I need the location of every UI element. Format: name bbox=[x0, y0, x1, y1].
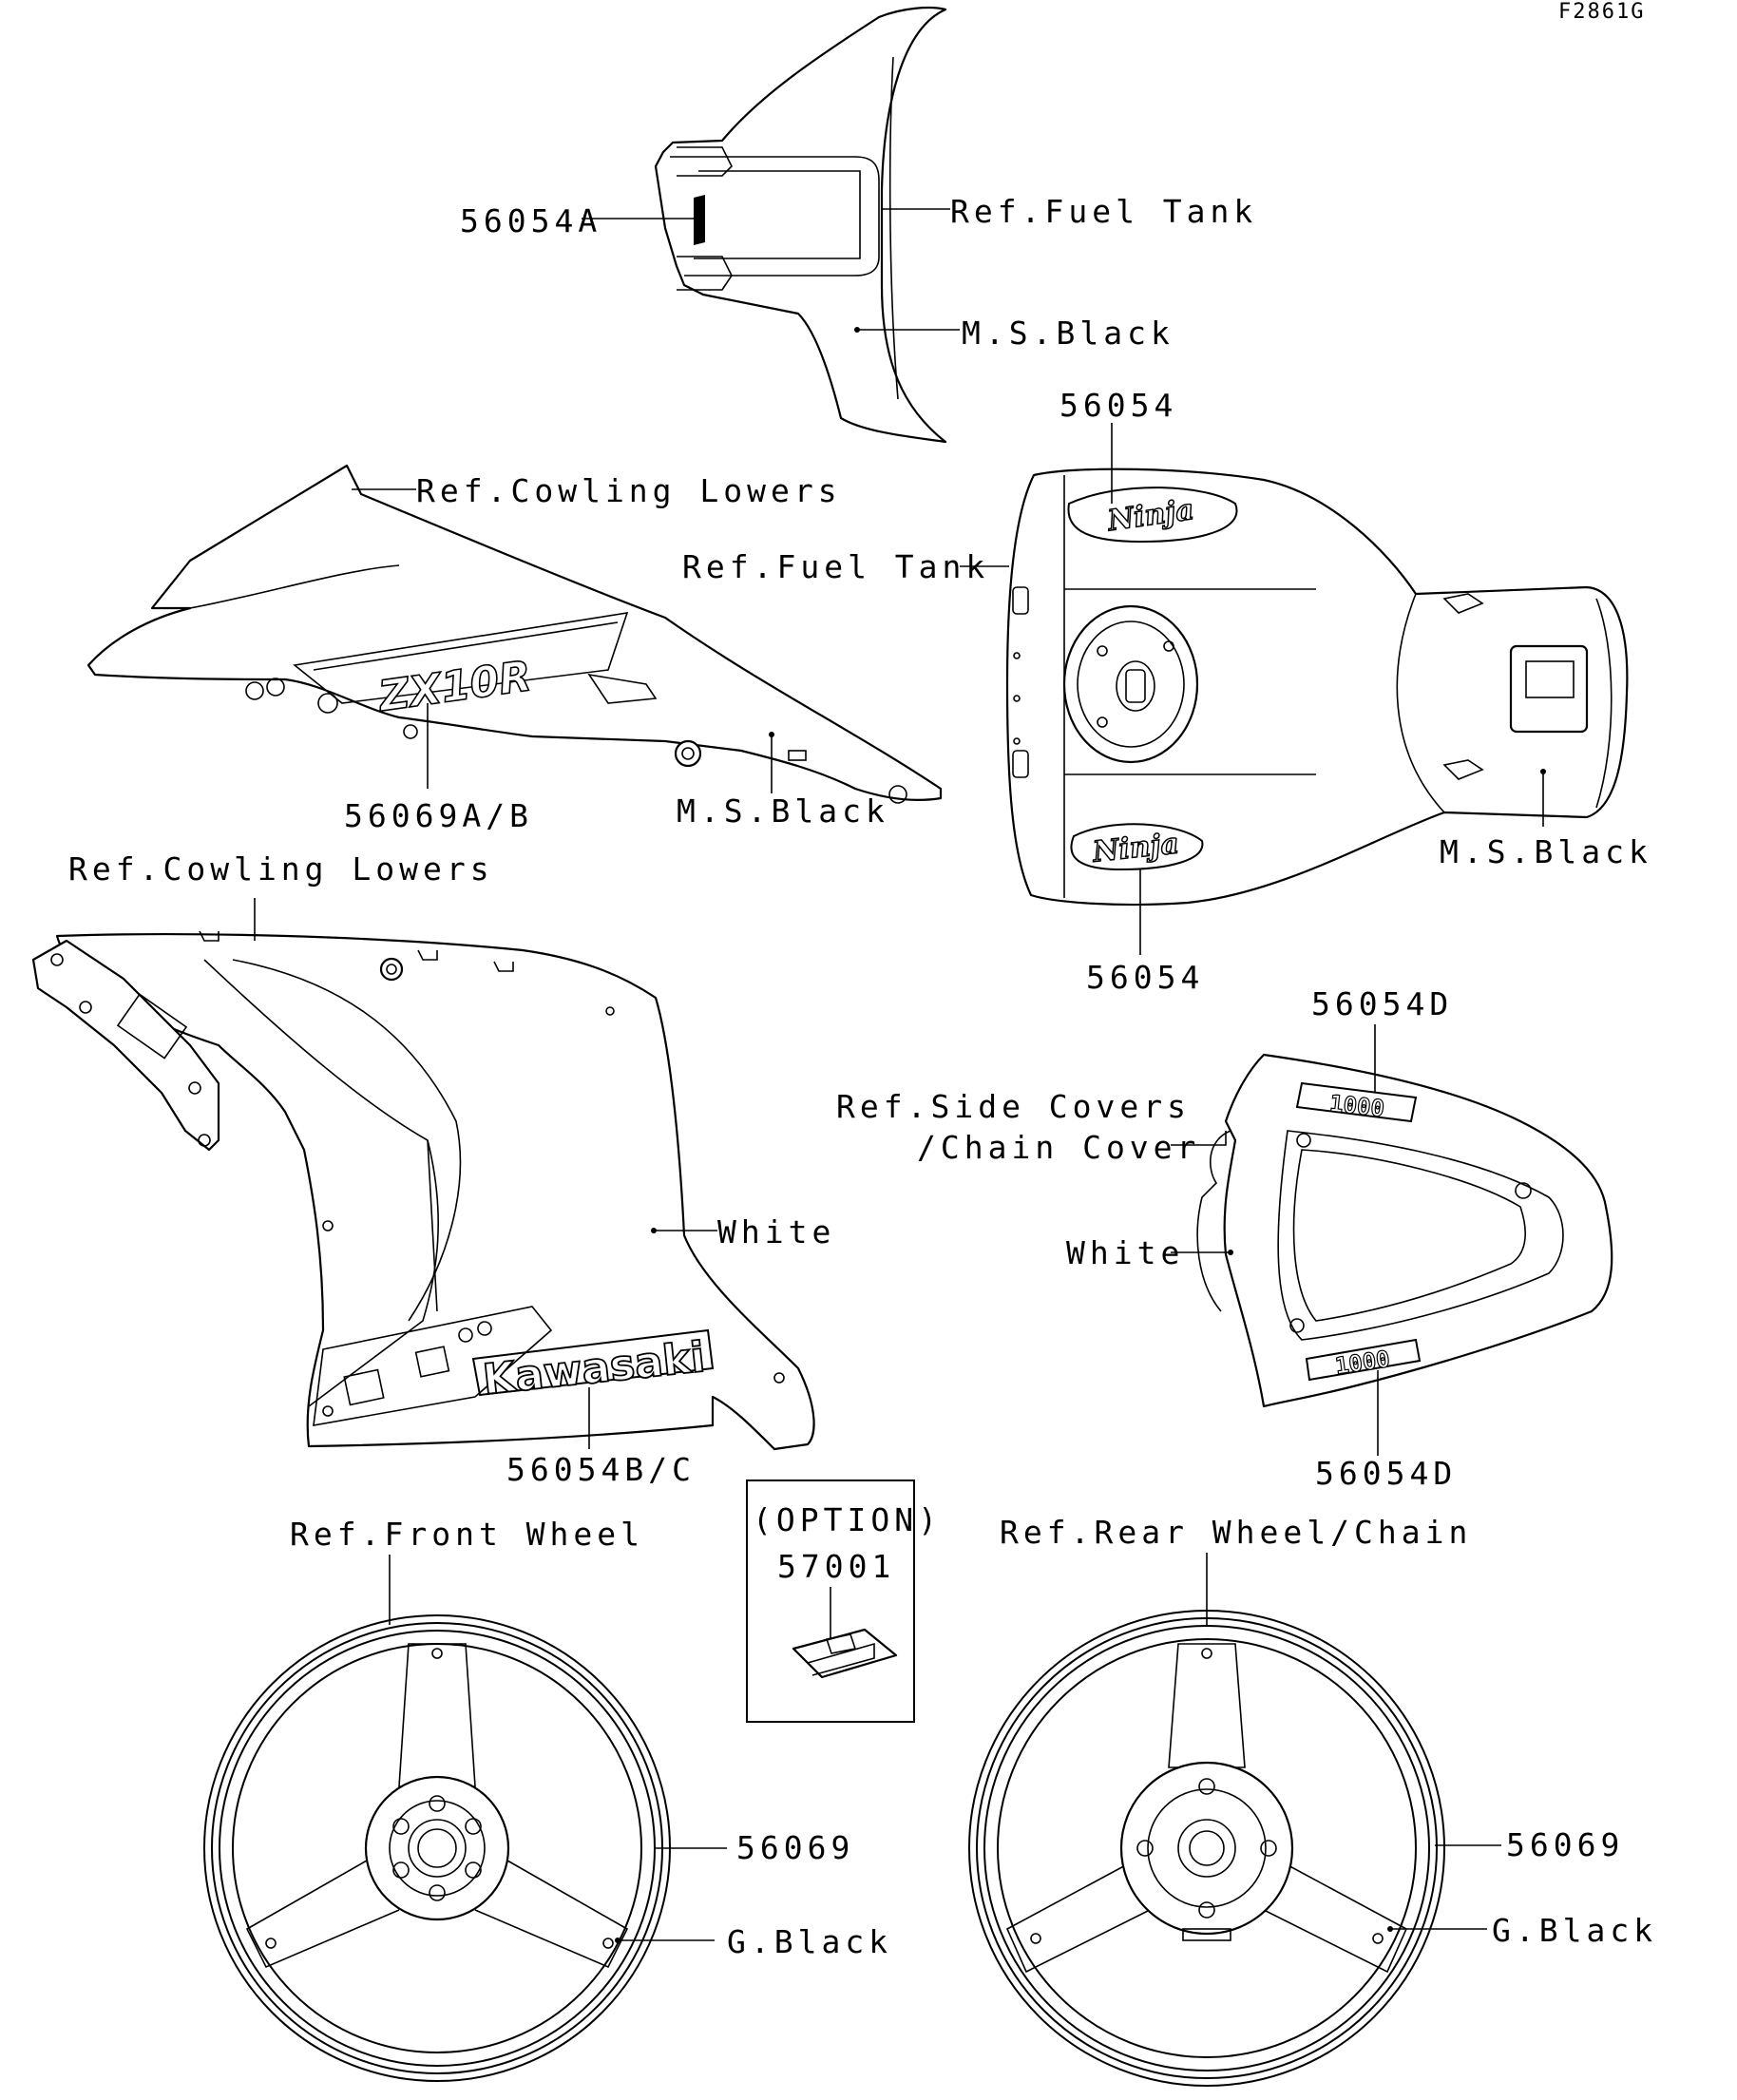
option-box bbox=[746, 1480, 915, 1723]
label-tank-color: M.S.Black bbox=[1440, 833, 1652, 870]
label-lower-cowl-ref: Ref.Cowling Lowers bbox=[68, 850, 494, 888]
upper-cowling: ZX10R bbox=[86, 464, 943, 804]
label-front-cowl-part: 56054A bbox=[460, 202, 602, 239]
label-upper-cowl-part: 56069A/B bbox=[344, 797, 533, 834]
front-wheel bbox=[203, 1614, 671, 2082]
label-tail-part-top: 56054D bbox=[1311, 985, 1454, 1022]
label-tail-ref-line1: Ref.Side Covers bbox=[836, 1088, 1192, 1125]
tail-cowl: 1000 1000 bbox=[1196, 1053, 1613, 1408]
label-upper-cowl-ref: Ref.Cowling Lowers bbox=[416, 472, 842, 509]
front-cowl bbox=[654, 6, 947, 444]
label-front-wheel-part: 56069 bbox=[736, 1829, 855, 1866]
label-front-cowl-color: M.S.Black bbox=[962, 315, 1174, 352]
figure-code: F2861G bbox=[1558, 0, 1646, 24]
label-tail-color: White bbox=[1066, 1234, 1185, 1271]
label-tail-part-bottom: 56054D bbox=[1315, 1455, 1458, 1492]
label-front-wheel-color: G.Black bbox=[727, 1923, 893, 1960]
label-lower-cowl-part: 56054B/C bbox=[506, 1451, 696, 1488]
rear-wheel bbox=[968, 1610, 1445, 2087]
label-tank-part-top: 56054 bbox=[1059, 387, 1178, 424]
label-tail-ref-line2: /Chain Cover bbox=[917, 1129, 1201, 1166]
label-rear-wheel-part: 56069 bbox=[1506, 1826, 1625, 1863]
leader-lines bbox=[254, 208, 1546, 1943]
label-front-wheel-ref: Ref.Front Wheel bbox=[290, 1516, 645, 1553]
label-upper-cowl-color: M.S.Black bbox=[677, 792, 889, 830]
label-tank-part-bottom: 56054 bbox=[1086, 959, 1205, 996]
label-rear-wheel-color: G.Black bbox=[1492, 1912, 1658, 1949]
label-rear-wheel-ref: Ref.Rear Wheel/Chain bbox=[1000, 1514, 1473, 1551]
label-option-title: (OPTION) bbox=[753, 1501, 942, 1538]
label-lower-cowl-color: White bbox=[717, 1213, 836, 1250]
lower-cowling: Kawasaki bbox=[31, 930, 815, 1451]
fuel-tank: Ninja Ninja bbox=[1005, 468, 1629, 907]
label-option-part: 57001 bbox=[777, 1548, 896, 1585]
label-front-cowl-ref: Ref.Fuel Tank bbox=[950, 193, 1258, 230]
size-1000-badge-top: 1000 bbox=[1328, 1090, 1385, 1122]
label-tank-ref: Ref.Fuel Tank bbox=[682, 548, 990, 585]
